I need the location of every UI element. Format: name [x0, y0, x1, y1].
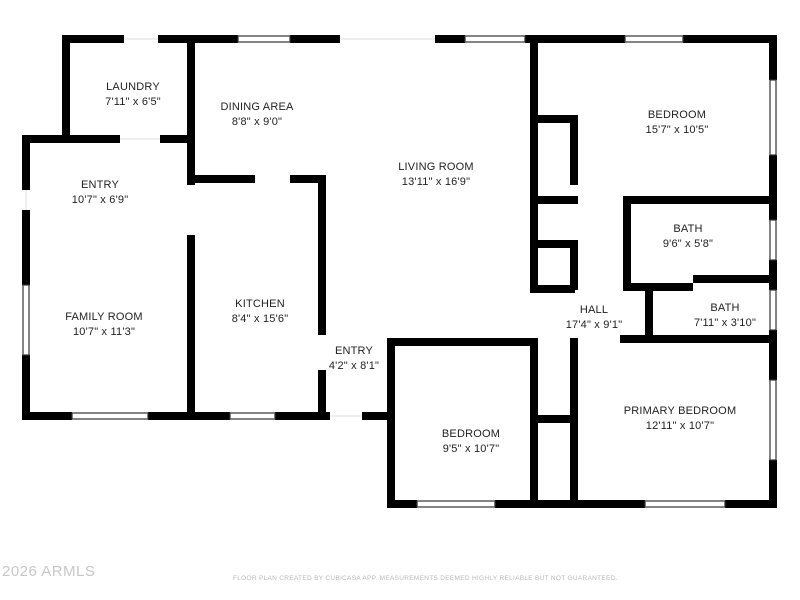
room-name: PRIMARY BEDROOM: [623, 405, 737, 417]
room-bedroom-bottom: BEDROOM 9'5" x 10'7": [442, 427, 500, 457]
walls: [22, 35, 777, 508]
room-bath-mid: BATH 7'11" x 3'10": [694, 301, 756, 331]
room-entry-mid: ENTRY 4'2" x 8'1": [329, 344, 379, 374]
room-name: LIVING ROOM: [398, 161, 474, 173]
room-dims: 7'11" x 6'5": [105, 96, 161, 108]
room-dims: 10'7" x 6'9": [71, 194, 129, 206]
disclaimer-text: FLOOR PLAN CREATED BY CUBICASA APP. MEAS…: [233, 575, 618, 582]
room-name: BEDROOM: [647, 109, 707, 121]
room-kitchen: KITCHEN 8'4" x 15'6": [232, 297, 289, 327]
copyright-watermark: 2026 ARMLS: [2, 563, 96, 580]
room-primary-bedroom: PRIMARY BEDROOM 12'11" x 10'7": [624, 404, 737, 434]
room-name: KITCHEN: [235, 298, 285, 310]
room-bedroom-top: BEDROOM 15'7" x 10'5": [646, 108, 709, 138]
room-dims: 4'2" x 8'1": [328, 360, 380, 372]
room-dims: 9'6" x 5'8": [662, 238, 714, 250]
room-name: LAUNDRY: [106, 81, 160, 93]
room-dims: 8'4" x 15'6": [231, 313, 289, 325]
room-entry-left: ENTRY 10'7" x 6'9": [72, 178, 129, 208]
room-family-room: FAMILY ROOM 10'7" x 11'3": [65, 310, 143, 340]
room-dims: 7'11" x 3'10": [693, 317, 757, 329]
room-dining-area: DINING AREA 8'8" x 9'0": [220, 100, 293, 130]
room-dims: 12'11" x 10'7": [645, 420, 715, 432]
doorways: [25, 38, 435, 417]
room-name: DINING AREA: [220, 101, 294, 113]
room-dims: 17'4" x 9'1": [565, 319, 623, 331]
room-dims: 9'5" x 10'7": [442, 443, 500, 455]
room-name: ENTRY: [334, 345, 374, 357]
room-name: BATH: [710, 302, 740, 314]
room-name: BATH: [673, 223, 703, 235]
room-laundry: LAUNDRY 7'11" x 6'5": [105, 80, 161, 110]
room-name: ENTRY: [80, 179, 120, 191]
room-hall: HALL 17'4" x 9'1": [566, 303, 623, 333]
room-name: BEDROOM: [441, 428, 501, 440]
room-name: FAMILY ROOM: [65, 311, 143, 323]
room-dims: 15'7" x 10'5": [645, 124, 709, 136]
room-dims: 10'7" x 11'3": [72, 326, 136, 338]
room-dims: 13'11" x 16'9": [401, 176, 471, 188]
room-name: HALL: [579, 304, 609, 316]
room-dims: 8'8" x 9'0": [231, 116, 283, 128]
windows: [22, 35, 777, 508]
room-bath-top: BATH 9'6" x 5'8": [663, 222, 713, 252]
room-living-room: LIVING ROOM 13'11" x 16'9": [398, 160, 474, 190]
